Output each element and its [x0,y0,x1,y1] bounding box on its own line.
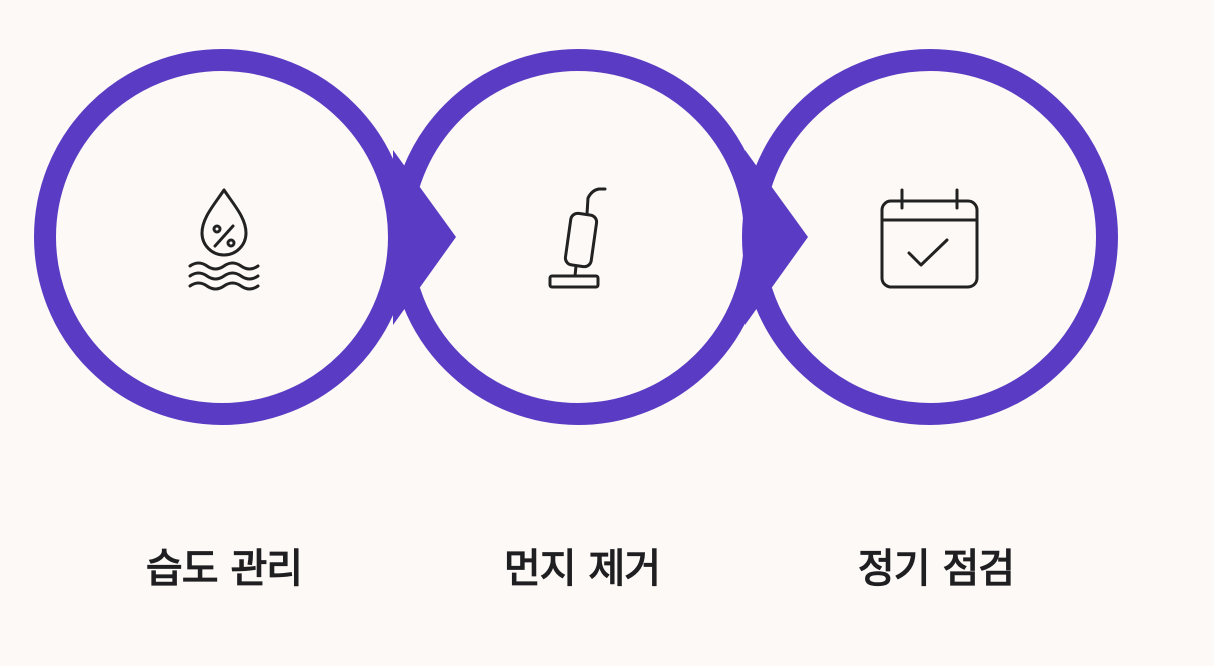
calendar-check-icon [880,188,979,289]
step-label-humidity: 습도 관리 [145,546,303,592]
vacuum-icon [548,187,607,289]
humidity-drop-icon [188,188,260,291]
step-label-regular-inspection: 정기 점검 [857,546,1015,592]
process-flow-diagram [34,49,1118,425]
step-label-dust-removal: 먼지 제거 [503,546,661,592]
step-ring-3 [742,49,1118,425]
